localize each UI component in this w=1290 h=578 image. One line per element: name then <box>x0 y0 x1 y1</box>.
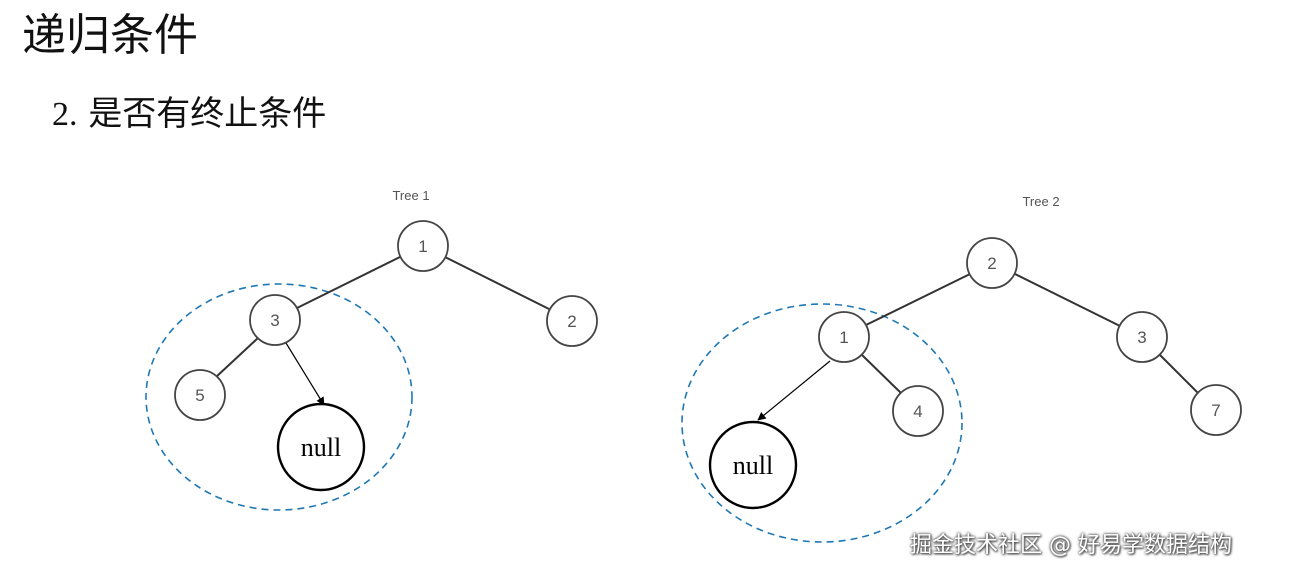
tree-1-node: 5 <box>174 369 226 421</box>
tree-2-node-label: 7 <box>1211 401 1220 420</box>
tree-2-node: 1 <box>818 311 870 363</box>
tree-2-node: 4 <box>892 385 944 437</box>
tree-1-node-label: 5 <box>195 386 204 405</box>
tree-2-null-label: null <box>733 451 773 480</box>
tree-2-title: Tree 2 <box>1022 194 1059 209</box>
tree-2-edge-2-3 <box>1014 273 1121 327</box>
watermark: 掘金技术社区 @ 好易学数据结构 <box>910 533 1232 558</box>
tree-1-null-arrow <box>285 342 325 406</box>
tree-2-node-label: 4 <box>913 402 922 421</box>
tree-2-node-label: 1 <box>839 328 848 347</box>
tree-2-null-arrow <box>757 360 831 421</box>
tree-1-dashed-subtree-outline <box>145 283 413 511</box>
tree-2-null-node: null <box>708 420 798 510</box>
tree-1-title: Tree 1 <box>392 188 429 203</box>
tree-1-null-label: null <box>301 433 341 462</box>
tree-1-node: 1 <box>397 220 449 272</box>
slide-title: 递归条件 <box>22 10 198 61</box>
tree-1-null-node: null <box>276 402 366 492</box>
tree-1-node-label: 2 <box>567 312 576 331</box>
tree-2-dashed-subtree-outline <box>681 303 963 543</box>
tree-1-node: 2 <box>546 295 598 347</box>
tree-2-node: 3 <box>1116 311 1168 363</box>
tree-2-edge-1-4 <box>861 354 903 395</box>
tree-1-edge-1-2 <box>444 256 550 310</box>
tree-2-node: 7 <box>1190 384 1242 436</box>
tree-2-node: 2 <box>966 237 1018 289</box>
tree-1: Tree 1 1 3 2 5 null <box>145 188 598 511</box>
tree-1-node: 3 <box>249 294 301 346</box>
tree-2-edge-2-1 <box>865 273 971 326</box>
tree-2-edge-3-7 <box>1159 354 1199 394</box>
slide-subtitle: 2. 是否有终止条件 <box>52 90 326 139</box>
tree-2: Tree 2 2 1 3 4 7 null <box>681 194 1242 543</box>
tree-1-edge-3-5 <box>215 337 259 378</box>
tree-2-node-label: 2 <box>987 254 996 273</box>
subtitle-number: 2. <box>52 96 78 133</box>
tree-1-edge-1-3 <box>296 256 401 309</box>
tree-1-node-label: 1 <box>418 237 427 256</box>
tree-2-node-label: 3 <box>1137 328 1146 347</box>
subtitle-text: 是否有终止条件 <box>88 94 327 134</box>
tree-1-node-label: 3 <box>270 311 279 330</box>
